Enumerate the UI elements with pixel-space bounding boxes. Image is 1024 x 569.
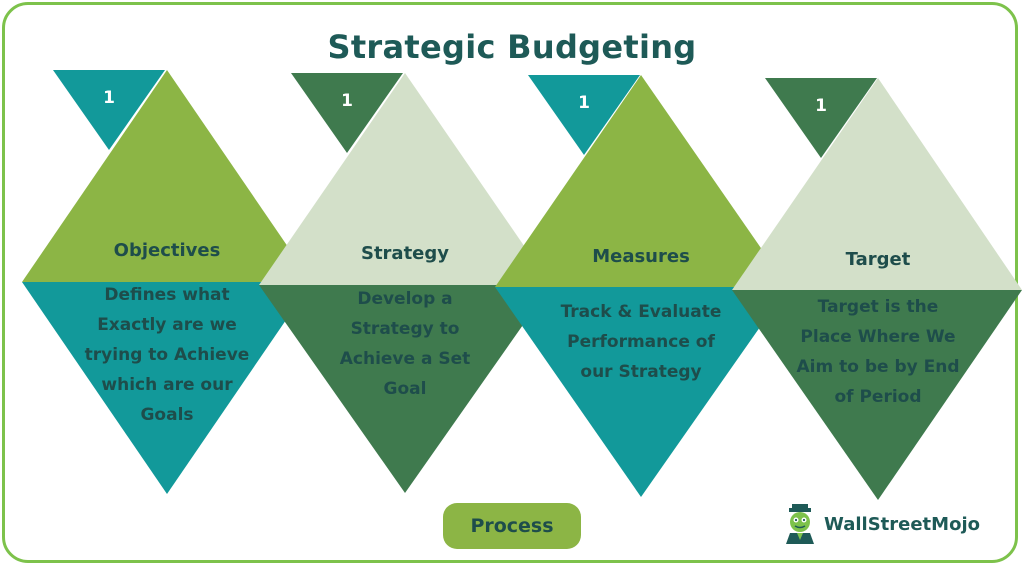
step-2-description-line: Achieve a Set	[339, 349, 471, 369]
step-4-description-line: Target is the	[817, 297, 939, 317]
step-1-number: 1	[103, 88, 115, 108]
step-4-number-triangle	[765, 78, 877, 158]
step-4-upper-triangle	[732, 78, 1022, 290]
step-2-description-line: Develop a	[357, 289, 453, 309]
step-1-description-line: Goals	[140, 405, 194, 425]
step-1-title: Objectives	[113, 240, 221, 261]
step-3-lower-triangle	[495, 287, 788, 497]
step-4-description: Target is the Place Where We Aim to be b…	[783, 292, 973, 412]
step-2-lower-triangle	[259, 285, 551, 493]
step-1-lower-triangle	[22, 282, 312, 494]
step-2-upper-triangle	[259, 73, 551, 285]
step-3-description-line: our Strategy	[580, 362, 702, 382]
step-1-description-line: Exactly are we	[97, 315, 237, 335]
step-4-description-line: Place Where We	[800, 327, 956, 347]
step-1-number-triangle	[53, 70, 165, 150]
step-2-number-triangle	[291, 73, 403, 153]
step-1-description-line: which are our	[101, 375, 233, 395]
step-3-number: 1	[578, 93, 590, 113]
step-1-description-line: trying to Achieve	[84, 345, 250, 365]
brand: WallStreetMojo	[780, 502, 980, 546]
step-4-number: 1	[815, 96, 827, 116]
step-3-upper-triangle	[495, 75, 788, 287]
page-title: Strategic Budgeting	[327, 28, 697, 66]
step-4-description-line: Aim to be by End	[796, 357, 960, 377]
step-1-description-line: Defines what	[104, 285, 230, 305]
step-2-description-line: Strategy to	[350, 319, 460, 339]
wallstreetmojo-logo-icon	[786, 504, 814, 544]
brand-name: WallStreetMojo	[824, 513, 980, 535]
step-2-title: Strategy	[360, 243, 450, 264]
step-1-upper-triangle	[22, 70, 312, 282]
step-3-description-line: Performance of	[567, 332, 715, 352]
step-2-description-line: Goal	[383, 379, 427, 399]
step-3-title: Measures	[592, 246, 690, 267]
step-2-number: 1	[341, 91, 353, 111]
step-1-description: Defines what Exactly are we trying to Ac…	[72, 280, 262, 430]
step-4-title: Target	[845, 249, 911, 270]
step-3-number-triangle	[528, 75, 640, 155]
step-4-description-line: of Period	[834, 387, 922, 407]
step-4-lower-triangle	[732, 290, 1022, 500]
step-3-description: Track & Evaluate Performance of our Stra…	[546, 297, 736, 387]
step-3-description-line: Track & Evaluate	[560, 302, 722, 322]
step-2-description: Develop a Strategy to Achieve a Set Goal	[310, 284, 500, 404]
process-button[interactable]: Process	[443, 503, 581, 549]
